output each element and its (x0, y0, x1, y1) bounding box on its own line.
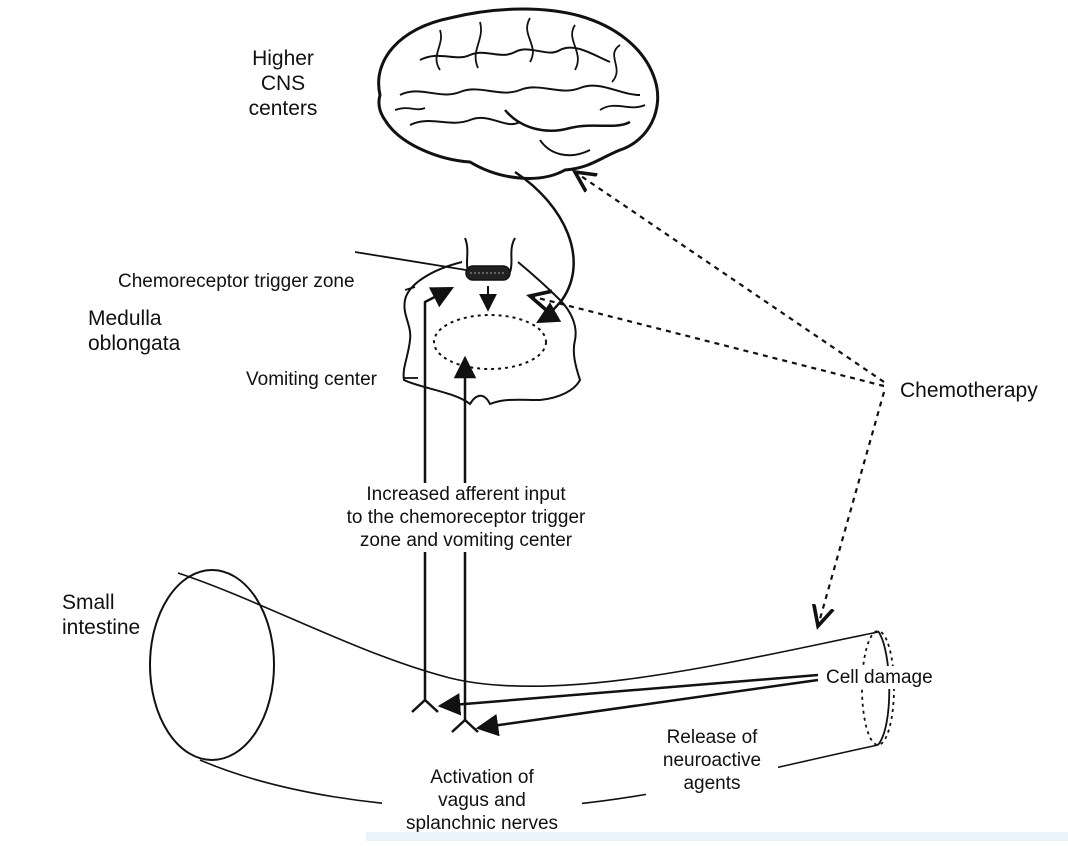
medulla-oblongata-label: Medulla oblongata (88, 306, 180, 356)
nerve-ending-left (412, 700, 438, 712)
vomiting-center-label: Vomiting center (246, 368, 377, 391)
brain-icon (379, 9, 658, 178)
chemo-to-ctz-arrow (530, 296, 884, 386)
afferent-input-label: Increased afferent input to the chemorec… (296, 483, 636, 552)
chemoreceptor-trigger-zone-label: Chemoreceptor trigger zone (118, 270, 355, 293)
nerve-ending-right (452, 720, 478, 732)
chemo-to-intestine-arrow (818, 392, 884, 626)
activation-nerves-label: Activation of vagus and splanchnic nerve… (382, 766, 582, 835)
vomiting-center-ellipse (434, 315, 546, 369)
chemotherapy-label: Chemotherapy (900, 378, 1038, 403)
cell-damage-arrow-2 (478, 680, 818, 728)
small-intestine-label: Small intestine (62, 590, 140, 640)
bottom-band (366, 832, 1068, 841)
ctz-leader-line (355, 252, 466, 270)
release-neuroactive-agents-label: Release of neuroactive agents (646, 726, 778, 795)
higher-cns-centers-label: Higher CNS centers (228, 46, 338, 121)
cell-damage-label: Cell damage (826, 666, 933, 689)
chemo-to-cns-arrow (575, 172, 884, 382)
medulla-oblongata-outline (404, 238, 580, 404)
